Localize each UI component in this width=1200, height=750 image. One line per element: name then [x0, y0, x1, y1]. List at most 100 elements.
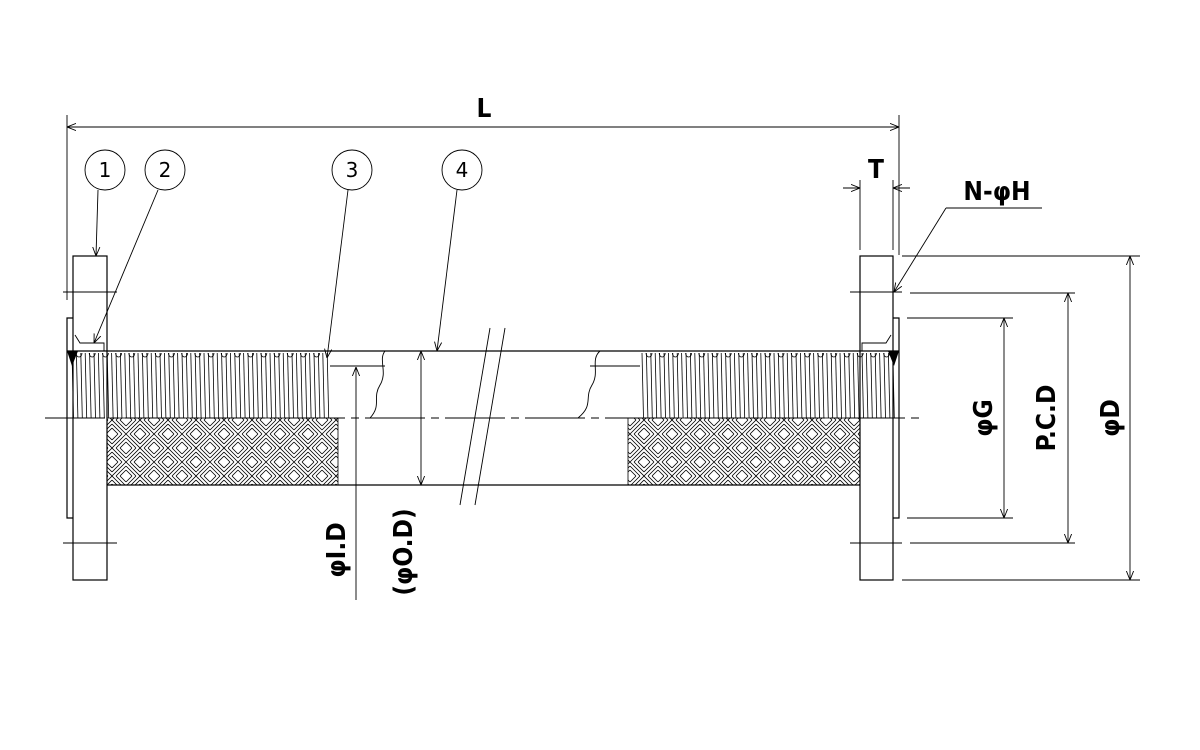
left-corrugation-crest: [102, 352, 109, 358]
left-corrugation-crest: [260, 352, 268, 358]
left-corrugation: [150, 352, 154, 419]
right-corrugation: [641, 352, 644, 419]
left-corrugation: [304, 352, 308, 419]
left-corrugation: [274, 352, 277, 419]
dimension-OD-label: (φO.D): [389, 508, 419, 595]
right-corrugation-crest: [830, 352, 838, 358]
right-corrugation: [769, 352, 772, 419]
left-corrugation: [93, 352, 96, 419]
left-corrugation: [186, 352, 189, 419]
left-corrugation: [221, 352, 224, 419]
left-corrugation: [208, 352, 211, 419]
right-corrugation: [751, 352, 754, 419]
right-corrugation: [817, 352, 820, 419]
right-corrugation: [764, 352, 768, 419]
left-corrugation: [84, 352, 88, 419]
right-corrugation: [659, 352, 662, 419]
bolt-hole-label: N-φH: [963, 177, 1030, 207]
left-corrugation: [120, 352, 123, 419]
right-corrugation: [795, 352, 798, 419]
right-corrugation-crest: [645, 352, 653, 358]
balloon-3-label: 3: [346, 158, 359, 182]
right-corrugation: [892, 352, 895, 419]
right-corrugation: [861, 352, 864, 419]
left-corrugation-crest: [286, 352, 294, 358]
left-corrugation: [252, 352, 255, 419]
right-corrugation: [676, 352, 680, 419]
dimension-ID: φI.D: [322, 367, 356, 600]
left-corrugation-crest: [181, 352, 188, 358]
right-corrugation: [742, 352, 746, 419]
right-corrugation: [879, 352, 882, 419]
right-corrugation: [681, 352, 684, 419]
right-corrugation: [839, 352, 842, 419]
left-corrugation: [296, 352, 299, 419]
left-corrugation: [318, 352, 321, 419]
dimension-OD: (φO.D): [389, 351, 421, 596]
left-corrugation: [256, 352, 259, 419]
right-corrugation: [760, 352, 763, 419]
balloon-3: 3: [327, 149, 373, 358]
right-corrugation: [707, 352, 710, 419]
right-corrugation-crest: [751, 352, 758, 358]
right-corrugation: [835, 352, 838, 419]
right-corrugation: [883, 352, 886, 419]
left-corrugation-crest: [234, 352, 241, 358]
right-corrugation: [830, 352, 834, 419]
left-corrugation: [313, 352, 316, 419]
left-corrugation: [269, 352, 272, 419]
right-corrugation: [729, 352, 732, 419]
right-corrugation: [712, 352, 715, 419]
left-corrugation: [247, 352, 250, 419]
right-corrugation-crest: [856, 352, 864, 358]
right-corrugation-crest: [672, 352, 679, 358]
left-corrugation-crest: [247, 352, 254, 358]
left-corrugation: [159, 352, 162, 419]
right-corrugation: [685, 352, 688, 419]
dimension-ID-label: φI.D: [322, 522, 352, 577]
right-corrugation: [698, 352, 702, 419]
dimension-T: T: [843, 155, 910, 250]
right-corrugation-crest: [883, 352, 890, 358]
right-corrugation: [773, 352, 776, 419]
right-corrugation: [720, 352, 724, 419]
left-corrugation: [265, 352, 268, 419]
dimension-PCD-label: P.C.D: [1032, 385, 1062, 452]
right-corrugation: [756, 352, 759, 419]
left-corrugation-crest: [194, 352, 202, 358]
right-corrugation: [888, 352, 891, 419]
right-corrugation-crest: [738, 352, 745, 358]
left-corrugation: [234, 352, 237, 419]
left-corrugation: [71, 352, 74, 419]
left-corrugation: [164, 352, 167, 419]
balloon-4: 4: [437, 149, 483, 351]
left-corrugation: [225, 352, 228, 419]
right-corrugation: [694, 352, 697, 419]
left-corrugation-crest: [273, 352, 281, 358]
hose-body: [67, 327, 899, 506]
right-corrugation: [668, 352, 671, 419]
right-corrugation: [866, 352, 869, 419]
right-corrugation-crest: [804, 352, 811, 358]
left-corrugation: [199, 352, 202, 419]
left-corrugation-crest: [154, 352, 162, 358]
left-corrugation: [194, 352, 198, 419]
left-corrugation: [80, 352, 83, 419]
right-corrugation: [786, 352, 790, 419]
dimension-T-label: T: [868, 155, 884, 185]
dimension-G: φG: [907, 317, 1013, 519]
left-corrugation: [260, 352, 264, 419]
right-corrugation-crest: [843, 352, 851, 358]
bolt-hole-callout: N-φH: [894, 177, 1042, 292]
right-corrugation: [734, 352, 737, 419]
left-corrugation: [98, 352, 101, 419]
right-corrugation-crest: [764, 352, 772, 358]
balloon-2-label: 2: [159, 158, 172, 182]
right-corrugation-crest: [790, 352, 798, 358]
right-corrugation-crest: [711, 352, 719, 358]
right-corrugation: [800, 352, 803, 419]
left-corrugation: [230, 352, 233, 419]
left-corrugation: [146, 352, 149, 419]
left-corrugation: [137, 352, 140, 419]
right-corrugation-crest: [685, 352, 692, 358]
